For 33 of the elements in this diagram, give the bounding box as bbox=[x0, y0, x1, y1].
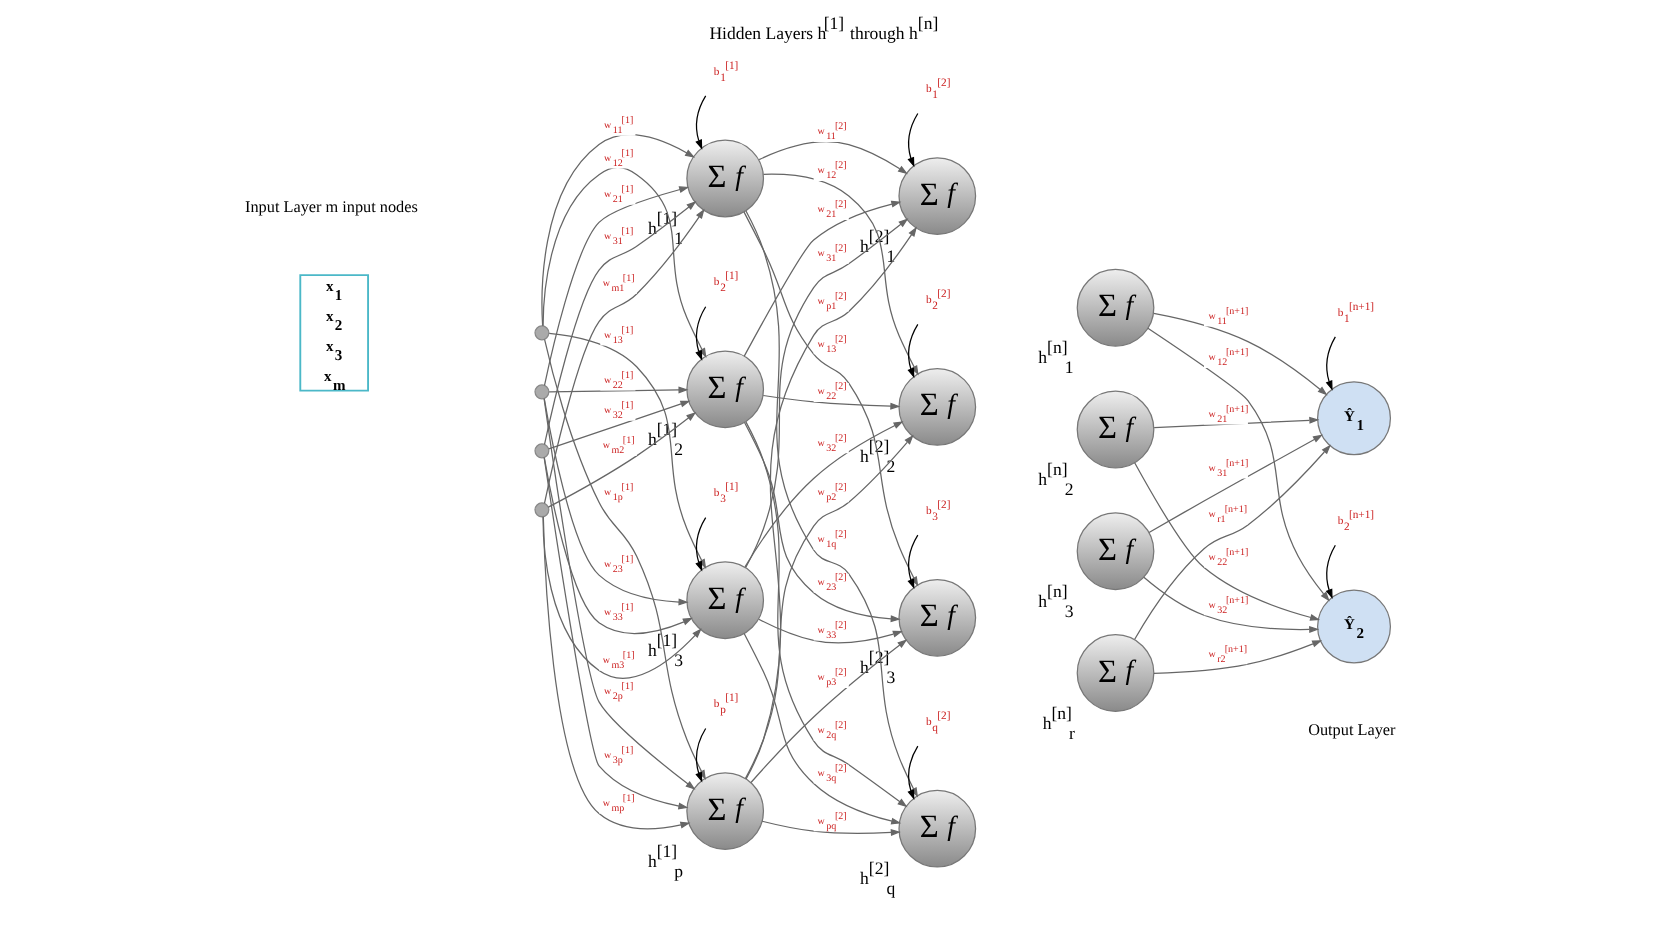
arrow bbox=[547, 386, 688, 394]
node-circle bbox=[533, 325, 549, 341]
node-circle bbox=[533, 384, 549, 400]
node-circle: Σ f bbox=[1075, 268, 1154, 347]
arrow bbox=[743, 421, 903, 568]
arrow bbox=[1152, 416, 1319, 429]
arrow bbox=[541, 516, 701, 679]
arrow bbox=[1133, 444, 1330, 640]
node-circle: Σ f bbox=[1075, 390, 1154, 469]
arrow bbox=[761, 173, 918, 376]
node-circle bbox=[533, 502, 549, 518]
arrow bbox=[761, 394, 900, 410]
arrow bbox=[906, 323, 918, 379]
arrow bbox=[694, 727, 706, 783]
arrow bbox=[1133, 462, 1320, 621]
node-circle bbox=[533, 443, 549, 459]
arrow bbox=[1324, 336, 1335, 391]
arrow bbox=[1324, 544, 1335, 600]
arrow bbox=[1152, 312, 1327, 396]
arrow bbox=[1142, 576, 1319, 633]
arrow bbox=[906, 112, 918, 168]
arrow bbox=[1146, 327, 1329, 602]
arrow bbox=[760, 820, 900, 836]
arrow bbox=[546, 411, 696, 508]
node-circle: Σ f bbox=[1075, 634, 1154, 712]
arrow bbox=[540, 134, 695, 327]
arrow bbox=[542, 200, 696, 446]
arrow bbox=[694, 95, 706, 150]
arrow bbox=[542, 457, 692, 634]
arrow bbox=[757, 141, 907, 175]
arrow bbox=[1152, 640, 1322, 674]
node-circle: Σ f bbox=[1075, 512, 1154, 591]
arrow bbox=[1147, 434, 1322, 534]
